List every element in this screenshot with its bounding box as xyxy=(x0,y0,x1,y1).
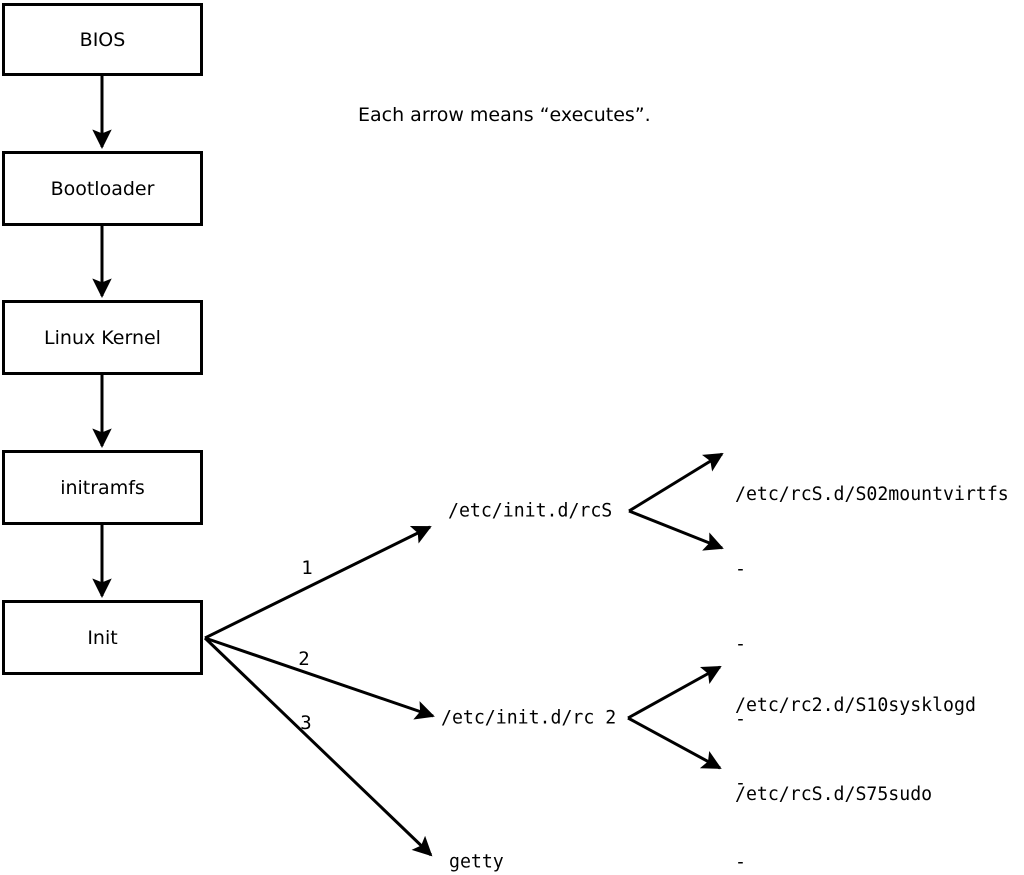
rc2-entry: /etc/rc2.d/S10sysklogd xyxy=(735,694,976,716)
edge-label-3: 3 xyxy=(300,712,312,734)
rc2-entry-ellipsis: - xyxy=(735,773,746,795)
node-rc2-script: /etc/init.d/rc 2 xyxy=(441,707,617,729)
rcs-entry: /etc/rcS.d/S75sudo xyxy=(735,784,933,805)
arrow-rc2-to-s99gdm xyxy=(627,716,722,770)
edge-label-2: 2 xyxy=(298,648,310,670)
legend-note: Each arrow means “executes”. xyxy=(358,104,651,126)
node-linux-kernel-label: Linux Kernel xyxy=(44,326,161,349)
rcs-entry-ellipsis: - xyxy=(735,709,746,730)
rc2-entries: /etc/rc2.d/S10sysklogd - - - /etc/rc2.d/… xyxy=(735,640,976,875)
arrow-init-to-rcs xyxy=(204,525,432,640)
arrow-init-to-rc2 xyxy=(204,636,435,720)
node-rcs-script: /etc/init.d/rcS xyxy=(448,500,613,522)
node-bootloader: Bootloader xyxy=(2,151,203,226)
node-init: Init xyxy=(2,600,203,675)
rcs-entry: /etc/rcS.d/S02mountvirtfs xyxy=(735,484,1009,505)
node-initramfs: initramfs xyxy=(2,450,203,525)
arrow-rc2-to-s10sysklogd xyxy=(627,665,722,720)
edge-label-1: 1 xyxy=(301,557,313,579)
arrow-rcs-to-s75sudo xyxy=(628,509,724,551)
rcs-entry-ellipsis: - xyxy=(735,559,746,580)
rcs-entry-ellipsis: - xyxy=(735,634,746,655)
rc2-entry-ellipsis: - xyxy=(735,852,746,873)
node-bios-label: BIOS xyxy=(79,28,126,51)
node-linux-kernel: Linux Kernel xyxy=(2,300,203,375)
arrow-init-to-getty xyxy=(203,636,433,857)
node-bios: BIOS xyxy=(2,3,203,76)
node-bootloader-label: Bootloader xyxy=(50,177,155,200)
node-getty: getty xyxy=(449,851,504,873)
node-initramfs-label: initramfs xyxy=(60,476,145,499)
arrow-rcs-to-s02mountvirtfs xyxy=(628,452,724,513)
rcs-entries: /etc/rcS.d/S02mountvirtfs - - - /etc/rcS… xyxy=(735,432,1009,857)
node-init-label: Init xyxy=(87,626,118,649)
